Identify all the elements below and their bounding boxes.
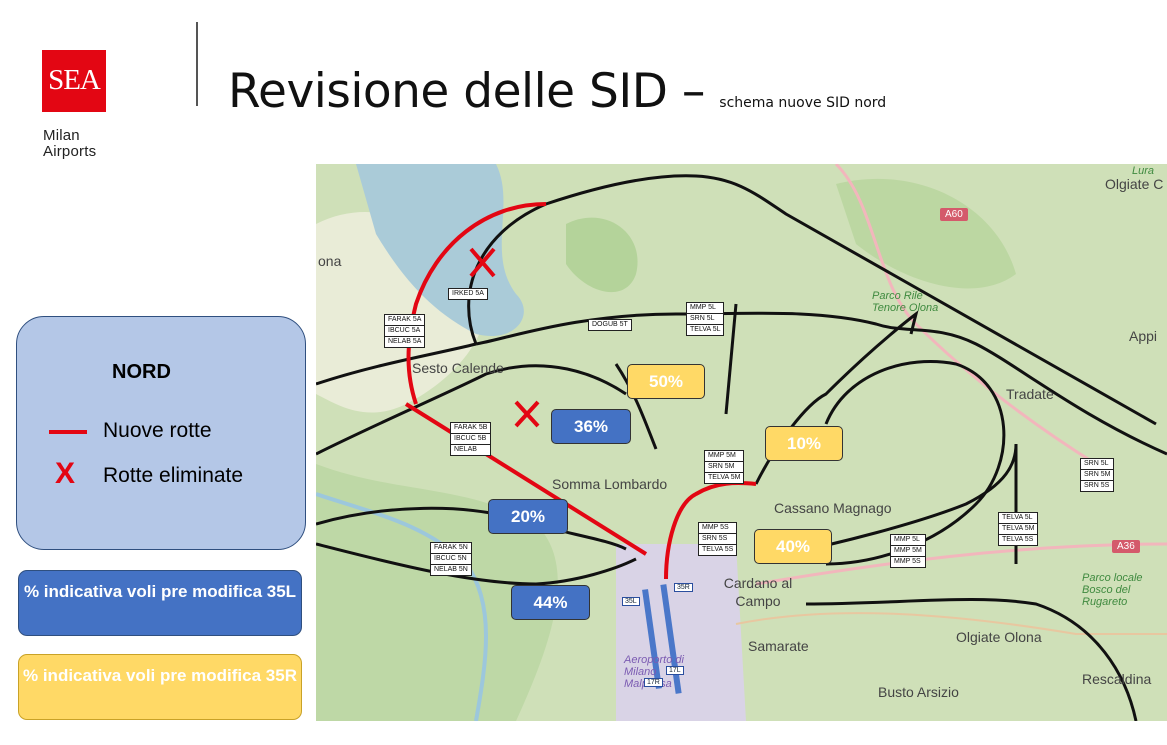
- wpt-irked: IRKED 5A: [448, 288, 488, 300]
- place-busto-arsizio: Busto Arsizio: [878, 684, 959, 700]
- place-samarate: Samarate: [748, 638, 809, 654]
- legend-new-routes: Nuove rotte: [103, 419, 212, 442]
- runway-label-17l: 17L: [666, 666, 684, 675]
- route-west-d: [316, 542, 637, 586]
- sea-logo: SEA: [42, 50, 106, 112]
- wpt-dogub: DOGUB 5T: [588, 319, 632, 331]
- removed-route-markers: [469, 247, 540, 428]
- sid-map: Olgiate C Lura ona Sesto Calende Somma L…: [316, 164, 1167, 721]
- wpt-telva-right: TELVA 5L TELVA 5M TELVA 5S: [998, 512, 1039, 546]
- place-somma-lombardo: Somma Lombardo: [552, 476, 668, 492]
- map-drawing: [316, 164, 1167, 721]
- pct-badge-36: 36%: [551, 409, 631, 444]
- runway-35l: [642, 589, 662, 689]
- removed-x-icon: [469, 247, 496, 278]
- pct-badge-10: 10%: [765, 426, 843, 461]
- wpt-farak-b: FARAK 5B IBCUC 5B NELAB: [450, 422, 492, 456]
- place-sesto-calende: Sesto Calende: [412, 360, 504, 376]
- note-blue-35l: % indicativa voli pre modifica 35L: [18, 570, 302, 636]
- legend-removed-routes: Rotte eliminate: [103, 464, 244, 487]
- pct-badge-50: 50%: [627, 364, 705, 399]
- new-route-diagonal: [404, 402, 648, 556]
- route-mmp-north: [475, 311, 1167, 456]
- logo-subtitle: Milan Airports: [43, 127, 97, 160]
- route-west-b: [316, 364, 627, 456]
- pct-badge-20: 20%: [488, 499, 568, 534]
- legend-title: NORD: [112, 361, 171, 383]
- wpt-mmp-s: MMP 5S SRN 5S TELVA 5S: [698, 522, 738, 556]
- title-divider: [196, 22, 198, 106]
- wpt-farak-n: FARAK 5N IBCUC 5N NELAB 5N: [430, 542, 472, 576]
- road-a36: A36: [1112, 540, 1140, 553]
- route-busto: [805, 598, 1138, 721]
- place-lura: Lura: [1132, 165, 1155, 177]
- place-rescaldina: Rescaldina: [1082, 671, 1152, 687]
- wpt-mmp-mid: MMP 5M SRN 5M TELVA 5M: [704, 450, 745, 484]
- removed-x-icon: [514, 400, 540, 428]
- place-appi: Appi: [1129, 328, 1158, 344]
- place-ona: ona: [318, 253, 342, 269]
- runway-label-35r: 35R: [674, 583, 693, 592]
- route-west-a: [316, 342, 477, 386]
- wpt-mmp-lower: MMP 5L MMP 5M MMP 5S: [890, 534, 926, 568]
- runway-label-35l: 35L: [622, 597, 640, 606]
- route-mmp-stub: [724, 303, 738, 415]
- local-road: [735, 612, 1167, 635]
- airport-area: [616, 544, 746, 721]
- place-tradate: Tradate: [1006, 386, 1054, 402]
- highway-a60: [834, 164, 1097, 466]
- runway-label-17r: 17R: [644, 678, 663, 687]
- removed-route-x-icon: X: [55, 457, 76, 490]
- title-subtitle: schema nuove SID nord: [719, 95, 887, 111]
- place-parco-rile: Parco Rile Tenore Olona: [872, 290, 939, 314]
- place-olgiate-comasco: Olgiate C: [1105, 176, 1164, 192]
- legend-panel: NORD Nuove rotte X Rotte eliminate: [16, 316, 306, 550]
- road-a60: A60: [940, 208, 968, 221]
- wpt-srn-right: SRN 5L SRN 5M SRN 5S: [1080, 458, 1115, 492]
- note-yellow-35r: % indicativa voli pre modifica 35R: [18, 654, 302, 720]
- forest-patch: [566, 217, 638, 293]
- route-north-east: [545, 174, 1157, 426]
- logo-text: SEA: [48, 64, 101, 96]
- page-title: Revisione delle SID – schema nuove SID n…: [228, 64, 886, 119]
- new-route-arc-north: [406, 202, 547, 405]
- pct-badge-44: 44%: [511, 585, 590, 620]
- place-cardano-al-campo: Cardano al Campo: [723, 575, 793, 609]
- new-route-line-icon: [49, 430, 87, 434]
- pct-badge-40: 40%: [754, 529, 832, 564]
- place-cassano-magnago: Cassano Magnago: [774, 500, 892, 516]
- place-parco-bosco: Parco locale Bosco del Rugareto: [1082, 572, 1143, 608]
- place-olgiate-olona: Olgiate Olona: [956, 629, 1042, 645]
- wpt-mmp-top: MMP 5L SRN 5L TELVA 5L: [686, 302, 725, 336]
- highway-a36: [755, 542, 1167, 586]
- wpt-farak-a: FARAK 5A IBCUC 5A NELAB 5A: [384, 314, 426, 348]
- route-dogub: [614, 363, 658, 450]
- title-main: Revisione delle SID –: [228, 64, 720, 119]
